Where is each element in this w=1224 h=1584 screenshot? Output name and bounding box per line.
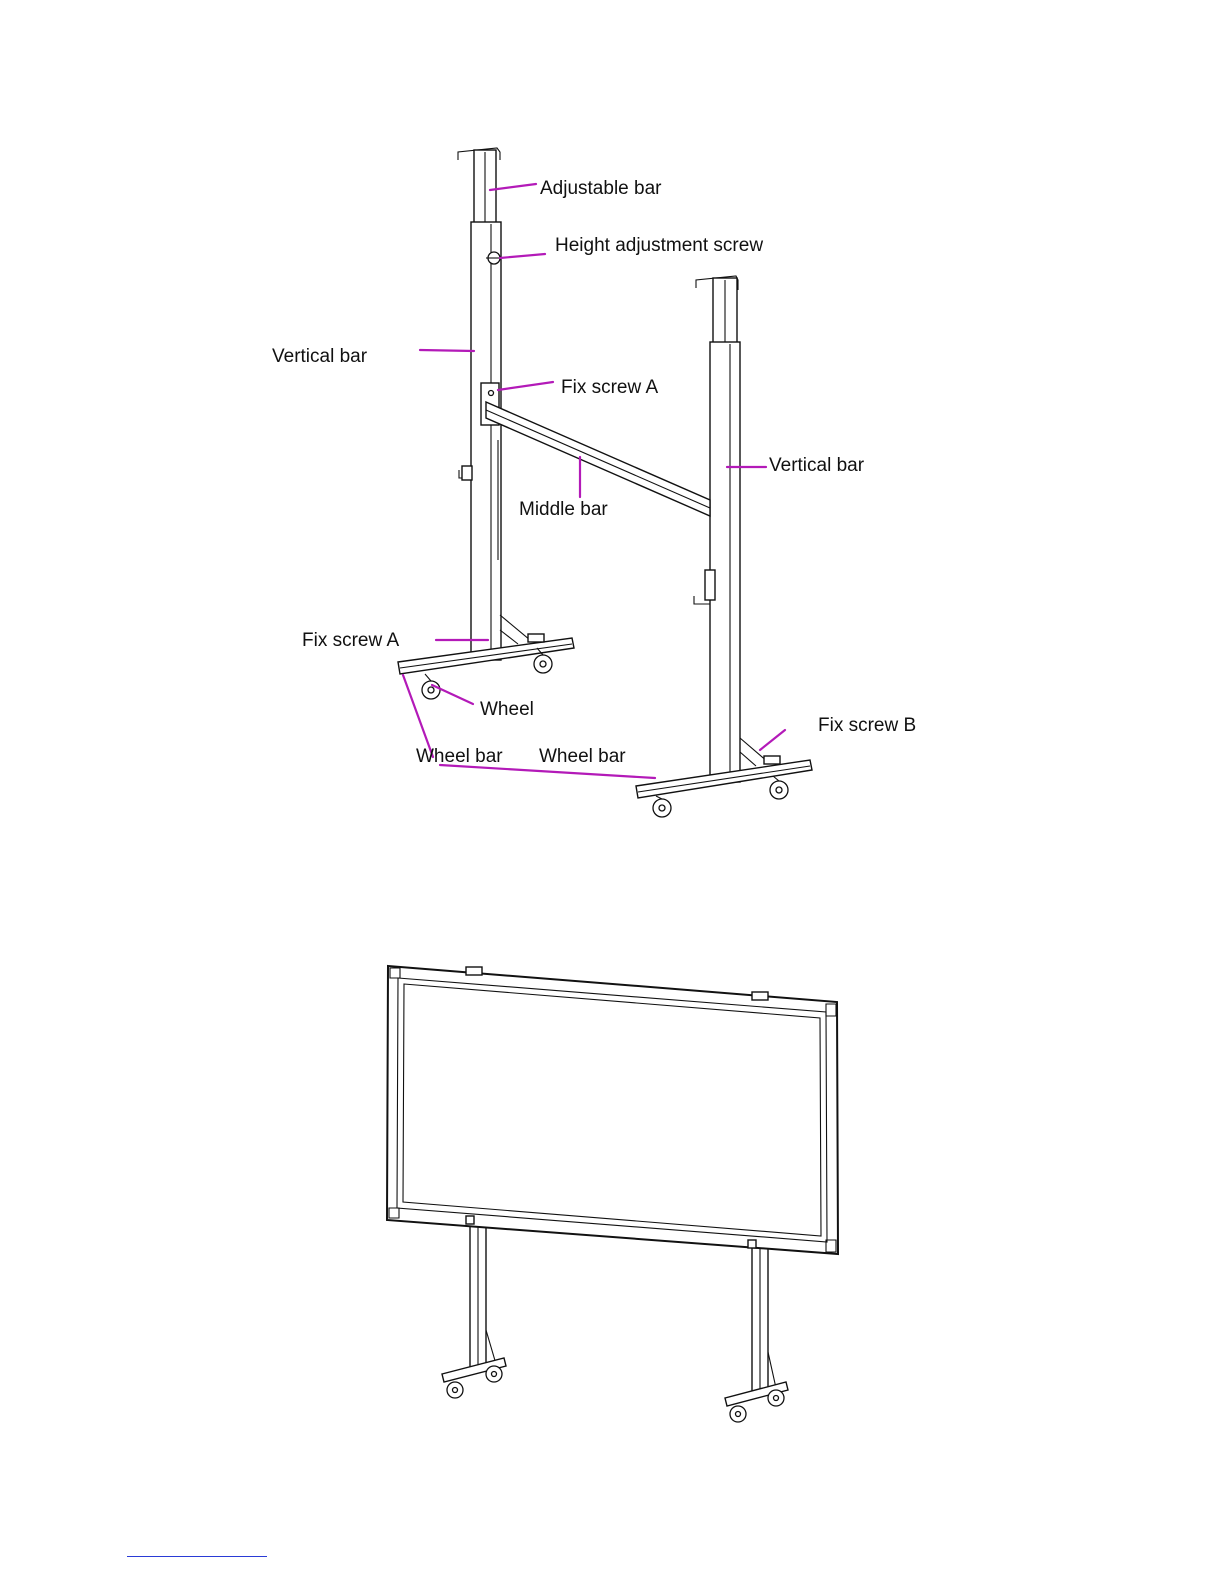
wheel-icon [730, 1406, 746, 1422]
right-vertical-bar [694, 276, 740, 782]
label-fix-screw-a-bottom: Fix screw A [302, 630, 399, 651]
stand-diagram: Adjustable bar Height adjustment screw V… [272, 148, 916, 817]
label-fix-screw-b: Fix screw B [818, 715, 916, 736]
label-vertical-bar-right: Vertical bar [769, 455, 865, 476]
left-vertical-bar [458, 148, 502, 660]
label-height-adjustment-screw: Height adjustment screw [555, 235, 763, 256]
label-middle-bar: Middle bar [519, 499, 608, 520]
wheel-icon [447, 1382, 463, 1398]
wheel-icon [486, 1366, 502, 1382]
label-fix-screw-a-top: Fix screw A [561, 377, 658, 398]
label-wheel-bar-left: Wheel bar [416, 746, 503, 767]
wheel-icon [768, 1390, 784, 1406]
wheel-icon [770, 776, 788, 799]
footer-rule [127, 1556, 267, 1557]
label-vertical-bar-left: Vertical bar [272, 346, 368, 367]
label-wheel-bar-right: Wheel bar [539, 746, 626, 767]
whiteboard [387, 966, 838, 1254]
label-wheel: Wheel [480, 699, 534, 720]
board-on-stand-diagram [387, 966, 838, 1422]
wheel-icon [653, 796, 671, 817]
label-adjustable-bar: Adjustable bar [540, 178, 662, 199]
